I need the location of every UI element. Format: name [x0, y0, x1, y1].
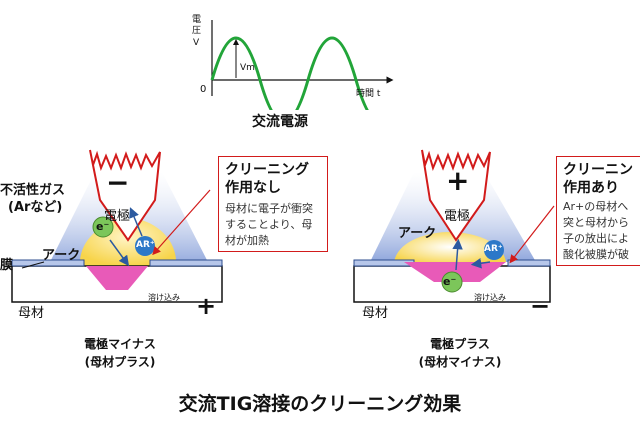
right-caption-1: 電極プラス [430, 337, 490, 351]
oxide-film-left [353, 259, 415, 267]
right-callout-title-1: クリーニン [563, 162, 633, 178]
right-callout: クリーニン 作用あり Ar+の母材へ 突と母材から 子の放出によ 酸化被膜が破 [556, 156, 640, 266]
left-callout-title-2: 作用なし [225, 180, 281, 196]
left-arc-label: アーク [42, 248, 81, 263]
sine-wave [210, 36, 369, 110]
left-diagram [11, 149, 223, 303]
left-electron-label: e⁻ [96, 220, 110, 233]
left-base-sign: + [196, 292, 217, 320]
right-ion-label: AR⁺ [484, 244, 503, 254]
waveform-amplitude-label: Vm [240, 63, 255, 73]
left-caption-1: 電極マイナス [84, 337, 156, 351]
electron-arrow [452, 238, 463, 271]
left-film-label: 膜 [0, 258, 14, 273]
ion-arrow [129, 207, 143, 237]
waveform-x-label: 時間 t [356, 88, 381, 99]
electron [92, 216, 114, 238]
left-callout-body-3: 材が加熱 [225, 234, 269, 247]
argon-ion [135, 236, 155, 256]
left-base-label: 母材 [18, 306, 45, 321]
left-gas-label-2: (Arなど) [8, 200, 63, 215]
electron [441, 271, 463, 293]
right-callout-body-3: 子の放出によ [563, 232, 629, 245]
electron-arrow [109, 239, 130, 267]
right-base-label: 母材 [362, 306, 389, 321]
callout-pointer [152, 189, 211, 256]
right-diagram [353, 149, 555, 303]
electrode [89, 149, 161, 242]
main-title: 交流TIG溶接のクリーニング効果 [178, 393, 462, 415]
arc-glow [394, 232, 506, 262]
oxide-film-right [149, 259, 223, 267]
left-callout-body-1: 母材に電子が衝突 [225, 202, 313, 215]
left-electrode-sign: − [106, 166, 130, 199]
oxide-film-right [507, 259, 551, 267]
oxide-film-left [11, 259, 85, 267]
waveform-origin: 0 [200, 84, 206, 95]
right-callout-body-4: 酸化被膜が破 [563, 248, 629, 261]
left-callout: クリーニング 作用なし 母材に電子が衝突 することより、母 材が加熱 [218, 156, 328, 252]
melt-pool [86, 266, 148, 290]
right-electrode-sign: + [446, 164, 470, 197]
right-electron-label: e⁻ [443, 275, 457, 288]
right-caption-2: (母材マイナス) [418, 355, 502, 369]
right-callout-body-1: Ar+の母材へ [563, 200, 629, 213]
waveform-y-label-2: 圧 [192, 25, 201, 36]
argon-ion [484, 240, 504, 260]
left-melt-label: 溶け込み [148, 293, 180, 302]
right-arc-label: アーク [398, 226, 437, 241]
electrode [421, 149, 491, 242]
right-melt-label: 溶け込み [474, 293, 506, 302]
callout-pointer [509, 205, 555, 264]
left-callout-body-2: することより、母 [225, 218, 313, 231]
ac-waveform: 電 圧 V 0 Vm 時間 t [192, 14, 394, 110]
film-pointer [21, 261, 45, 269]
right-electrode-label: 電極 [444, 209, 471, 224]
waveform-y-label-1: 電 [192, 14, 201, 25]
right-base-sign: − [530, 292, 551, 320]
waveform-y-label-3: V [193, 38, 200, 48]
left-gas-label-1: 不活性ガス [0, 183, 66, 198]
right-callout-body-2: 突と母材から [563, 216, 629, 229]
ion-arrow [470, 258, 491, 269]
left-ion-label: AR⁺ [136, 240, 155, 250]
left-electrode-label: 電極 [104, 209, 131, 224]
waveform-caption: 交流電源 [252, 114, 308, 130]
left-callout-title-1: クリーニング [225, 162, 309, 178]
left-caption-2: (母材プラス) [84, 355, 156, 369]
right-callout-title-2: 作用あり [563, 180, 619, 196]
